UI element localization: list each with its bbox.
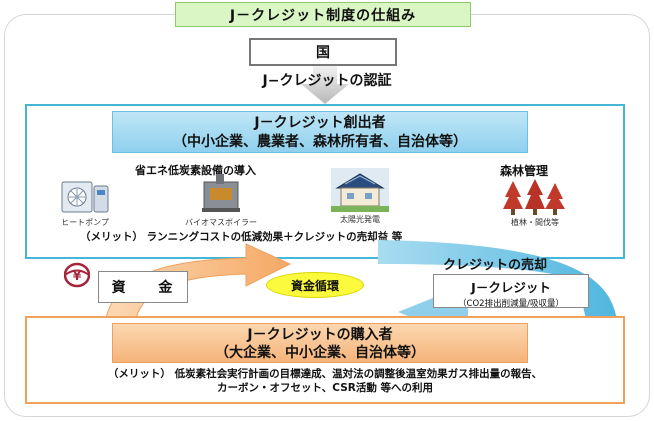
solar-power-label: 太陽光発電	[340, 215, 380, 224]
money-box: 資 金	[98, 271, 188, 303]
forest-icon	[503, 177, 567, 217]
creator-merit: （メリット） ランニングコストの低減効果＋クレジットの売却益 等	[80, 231, 403, 243]
credit-box: J－クレジット （CO2排出削減量/吸収量）	[433, 274, 589, 309]
diagram-title: J－クレジット制度の仕組み	[175, 2, 471, 27]
creator-subtitle: （中小企業、農業者、森林所有者、自治体等）	[173, 134, 467, 150]
buyer-title: J－クレジットの購入者	[247, 327, 393, 343]
creator-title: J－クレジット創出者	[254, 115, 386, 131]
fund-cycle-label: 資金循環	[266, 272, 364, 298]
certification-arrow	[301, 66, 349, 104]
heat-pump-icon	[61, 181, 109, 213]
solar-power-icon	[331, 168, 389, 212]
biomass-boiler-icon	[202, 174, 240, 212]
buyer-merit-line2: カーボン・オフセット、CSR活動 等への利用	[217, 382, 433, 394]
buyer-merit-line1: （メリット） 低炭素社会実行計画の目標達成、温対法の調整後温室効果ガス排出量の報…	[107, 368, 543, 380]
creator-header: J－クレジット創出者 （中小企業、農業者、森林所有者、自治体等）	[112, 111, 528, 153]
buyer-merit: （メリット） 低炭素社会実行計画の目標達成、温対法の調整後温室効果ガス排出量の報…	[35, 367, 615, 395]
forest-management-label: 森林管理	[500, 164, 549, 178]
forest-label-small: 植林・間伐等	[511, 218, 559, 227]
svg-text:¥: ¥	[73, 269, 82, 283]
yen-icon: ¥	[64, 262, 90, 288]
credit-sale-label: クレジットの売却	[443, 258, 548, 273]
buyer-header: J－クレジットの購入者 （大企業、中小企業、自治体等）	[112, 323, 528, 363]
certification-label: J−クレジットの認証	[262, 73, 392, 89]
credit-box-title: J－クレジット	[471, 280, 551, 295]
heat-pump-label: ヒートポンプ	[61, 218, 109, 227]
biomass-boiler-label: バイオマスボイラー	[185, 218, 257, 227]
eco-equipment-label: 省エネ低炭素設備の導入	[135, 164, 256, 177]
credit-box-subtitle: （CO2排出削減量/吸収量）	[458, 299, 564, 309]
buyer-subtitle: （大企業、中小企業、自治体等）	[215, 345, 425, 361]
government-box: 国	[249, 38, 397, 66]
